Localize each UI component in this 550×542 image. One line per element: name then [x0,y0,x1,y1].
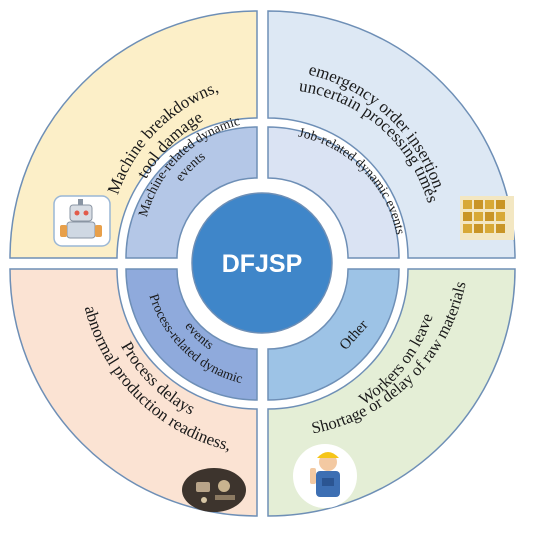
outer-segment-process [9,268,258,517]
inner-segment-job [267,126,400,259]
center-label: DFJSP [222,250,303,278]
workbench-icon [182,468,246,512]
product-boxes-icon [460,196,514,240]
worker-icon [293,444,357,508]
inner-segment-machine [125,126,258,259]
outer-segment-job [267,10,516,259]
inner-segment-process [125,268,258,401]
center-circle [191,192,333,334]
inner-segment-other [267,268,400,401]
robot-icon [53,195,111,247]
